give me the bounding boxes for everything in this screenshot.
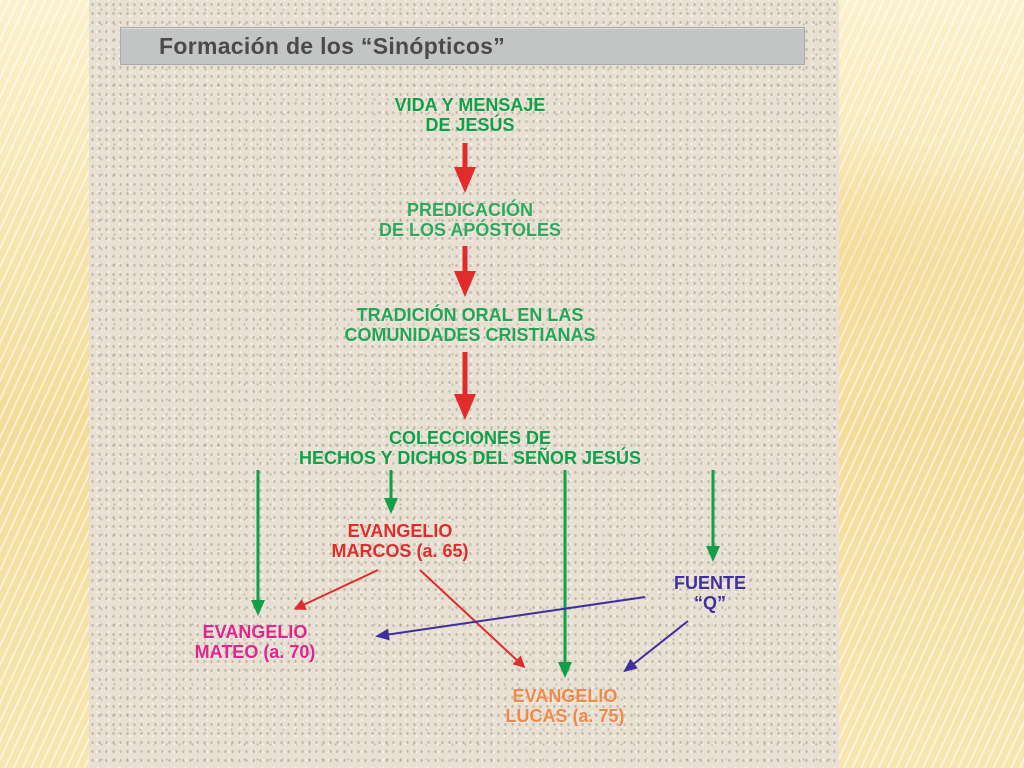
title-bar: Formación de los “Sinópticos” bbox=[120, 27, 805, 65]
node-colecciones-line2: HECHOS Y DICHOS DEL SEÑOR JESÚS bbox=[298, 448, 642, 468]
node-predicacion-line2: DE LOS APÓSTOLES bbox=[378, 220, 562, 240]
node-tradicion-line1: TRADICIÓN ORAL EN LAS bbox=[356, 305, 584, 325]
page-title: Formación de los “Sinópticos” bbox=[159, 32, 506, 59]
node-fuente-q: FUENTE “Q” bbox=[630, 573, 790, 613]
node-colecciones-line1: COLECCIONES DE bbox=[388, 428, 552, 448]
node-evangelio-marcos: EVANGELIO MARCOS (a. 65) bbox=[270, 521, 530, 561]
diagram-slide bbox=[89, 0, 839, 768]
node-vida-line2: DE JESÚS bbox=[425, 115, 515, 135]
node-colecciones: COLECCIONES DE HECHOS Y DICHOS DEL SEÑOR… bbox=[150, 428, 790, 468]
node-fuente-line2: “Q” bbox=[693, 593, 726, 613]
node-tradicion-line2: COMUNIDADES CRISTIANAS bbox=[344, 325, 596, 345]
node-lucas-line2: LUCAS (a. 75) bbox=[505, 706, 625, 726]
node-vida-line1: VIDA Y MENSAJE bbox=[394, 95, 546, 115]
node-mateo-line2: MATEO (a. 70) bbox=[194, 642, 316, 662]
node-vida-y-mensaje: VIDA Y MENSAJE DE JESÚS bbox=[330, 95, 610, 135]
node-predicacion-line1: PREDICACIÓN bbox=[406, 200, 533, 220]
node-marcos-line2: MARCOS (a. 65) bbox=[331, 541, 469, 561]
node-mateo-line1: EVANGELIO bbox=[202, 622, 308, 642]
node-lucas-line1: EVANGELIO bbox=[512, 686, 618, 706]
node-evangelio-mateo: EVANGELIO MATEO (a. 70) bbox=[130, 622, 380, 662]
node-predicacion: PREDICACIÓN DE LOS APÓSTOLES bbox=[300, 200, 640, 240]
node-evangelio-lucas: EVANGELIO LUCAS (a. 75) bbox=[440, 686, 690, 726]
node-tradicion-oral: TRADICIÓN ORAL EN LAS COMUNIDADES CRISTI… bbox=[240, 305, 700, 345]
node-marcos-line1: EVANGELIO bbox=[347, 521, 453, 541]
node-fuente-line1: FUENTE bbox=[674, 573, 746, 593]
